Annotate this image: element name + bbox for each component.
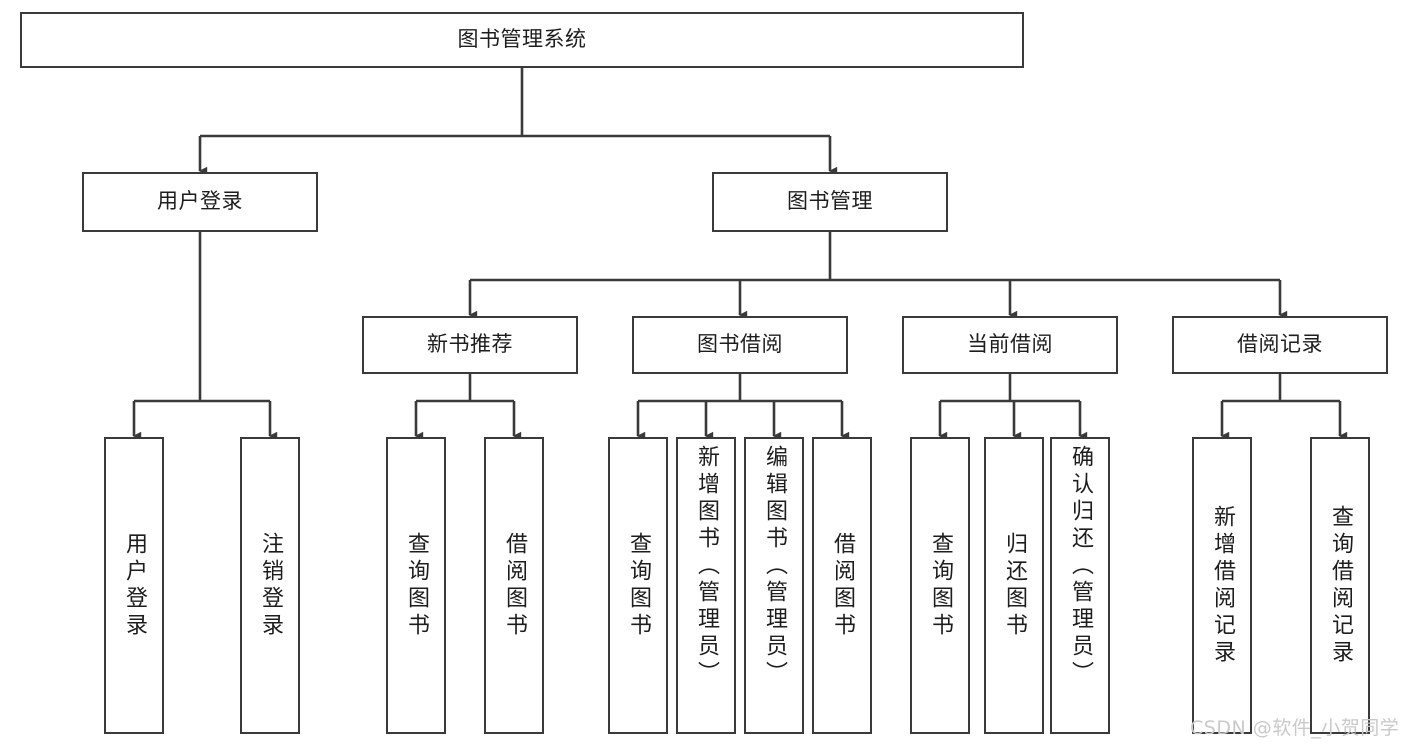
node-book-manage[interactable]: 图书管理 — [712, 172, 948, 232]
node-label-leaf-query-borrow-record: 查询借阅记录 — [1328, 504, 1353, 667]
node-label-book-borrow: 图书借阅 — [697, 332, 783, 357]
node-label-leaf-query-book-1: 查询图书 — [404, 531, 429, 640]
node-new-book-recommend[interactable]: 新书推荐 — [362, 316, 578, 374]
node-label-leaf-borrow-book-2: 借阅图书 — [830, 531, 855, 640]
node-leaf-return-book[interactable]: 归还图书 — [984, 437, 1044, 734]
node-leaf-edit-book-admin[interactable]: 编辑图书（管理员） — [744, 437, 804, 734]
node-label-leaf-add-borrow-record: 新增借阅记录 — [1210, 504, 1235, 667]
node-leaf-query-book-3[interactable]: 查询图书 — [910, 437, 970, 734]
node-leaf-query-borrow-record[interactable]: 查询借阅记录 — [1310, 437, 1370, 734]
node-label-leaf-user-login: 用户登录 — [122, 531, 147, 640]
node-leaf-add-borrow-record[interactable]: 新增借阅记录 — [1192, 437, 1252, 734]
node-label-leaf-query-book-2: 查询图书 — [626, 531, 651, 640]
watermark-label: CSDN @软件_小贺同学 — [1190, 717, 1400, 739]
node-label-borrow-record: 借阅记录 — [1237, 332, 1323, 357]
node-label-leaf-user-logout: 注销登录 — [258, 531, 283, 640]
node-book-borrow[interactable]: 图书借阅 — [632, 316, 848, 374]
node-leaf-confirm-return-admin[interactable]: 确认归还（管理员） — [1050, 437, 1110, 734]
node-leaf-borrow-book-1[interactable]: 借阅图书 — [484, 437, 544, 734]
node-label-leaf-confirm-return-admin: 确认归还（管理员） — [1068, 445, 1093, 688]
node-current-borrow[interactable]: 当前借阅 — [902, 316, 1118, 374]
node-borrow-record[interactable]: 借阅记录 — [1172, 316, 1388, 374]
node-label-leaf-add-book-admin: 新增图书（管理员） — [694, 445, 719, 688]
node-label-leaf-return-book: 归还图书 — [1002, 531, 1027, 640]
node-leaf-query-book-2[interactable]: 查询图书 — [608, 437, 668, 734]
node-label-new-book-recommend: 新书推荐 — [427, 332, 513, 357]
node-leaf-add-book-admin[interactable]: 新增图书（管理员） — [676, 437, 736, 734]
node-label-leaf-borrow-book-1: 借阅图书 — [502, 531, 527, 640]
node-root[interactable]: 图书管理系统 — [20, 12, 1024, 68]
node-leaf-user-login[interactable]: 用户登录 — [104, 437, 164, 734]
node-label-user-login: 用户登录 — [157, 189, 243, 214]
node-user-login[interactable]: 用户登录 — [82, 172, 318, 232]
node-label-root: 图书管理系统 — [457, 27, 587, 52]
node-leaf-borrow-book-2[interactable]: 借阅图书 — [812, 437, 872, 734]
node-label-book-manage: 图书管理 — [787, 189, 873, 214]
node-leaf-query-book-1[interactable]: 查询图书 — [386, 437, 446, 734]
node-leaf-user-logout[interactable]: 注销登录 — [240, 437, 300, 734]
node-label-current-borrow: 当前借阅 — [967, 332, 1053, 357]
node-label-leaf-query-book-3: 查询图书 — [928, 531, 953, 640]
node-label-leaf-edit-book-admin: 编辑图书（管理员） — [762, 445, 787, 688]
